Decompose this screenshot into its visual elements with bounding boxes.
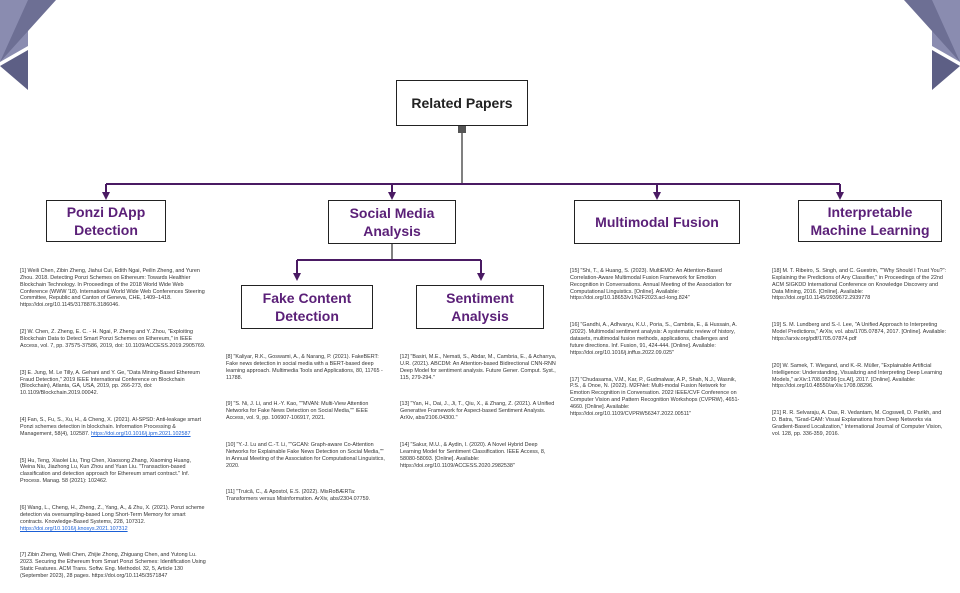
ref-link[interactable]: https://doi.org/10.1016/j.ipm.2021.10258…: [91, 430, 191, 437]
subcategory-sentiment-label: Sentiment Analysis: [446, 290, 514, 324]
category-multimodal-label: Multimodal Fusion: [595, 214, 719, 230]
ref-item: [21] R. R. Selvaraju, A. Das, R. Vedanta…: [772, 410, 944, 437]
ref-item: [7] Zibin Zheng, Weili Chen, Zhijie Zhon…: [20, 552, 208, 580]
refs-ponzi: [1] Weili Chen, Zibin Zheng, Jiahui Cui,…: [20, 254, 206, 593]
ref-item: [1] Weili Chen, Zibin Zheng, Jiahui Cui,…: [20, 267, 207, 309]
ref-item: [5] Hu, Teng, Xiaolei Liu, Ting Chen, Xi…: [20, 457, 193, 485]
ref-item: [10] "Y.-J. Lu and C.-T. Li, ""GCAN: Gra…: [226, 441, 387, 469]
ref-item: [2] W. Chen, Z. Zheng, E. C. - H. Ngai, …: [20, 329, 206, 349]
refs-multimodal: [15] "Shi, T., & Huang, S. (2023). Multi…: [570, 254, 742, 431]
subcategory-fake: Fake Content Detection: [241, 285, 373, 329]
category-social: Social Media Analysis: [328, 200, 456, 244]
category-ponzi-label: Ponzi DApp Detection: [66, 204, 146, 238]
ref-item: [19] S. M. Lundberg and S.-I. Lee, "A Un…: [772, 322, 948, 342]
refs-fake: [8] "Kaliyar, R.K., Goswami, A., & Naran…: [226, 340, 386, 516]
category-xai-label: Interpretable Machine Learning: [810, 204, 930, 238]
category-ponzi: Ponzi DApp Detection: [46, 200, 166, 242]
ethereum-logo-icon: [904, 0, 960, 90]
ref-item: [20] W. Samek, T. Wiegand, and K.-R. Mül…: [772, 362, 944, 390]
ref-item: [17] "Chudasama, V.M., Kar, P., Gudmalwa…: [570, 376, 740, 418]
ref-item: [16] "Gandhi, A., Adhvaryu, K.U., Poria,…: [570, 322, 739, 356]
refs-sentiment: [12] "Basiri, M.E., Nemati, S., Abdar, M…: [400, 340, 558, 482]
ethereum-logo-icon: [0, 0, 56, 90]
ref-item: [8] "Kaliyar, R.K., Goswami, A., & Naran…: [226, 353, 385, 381]
subcategory-sentiment: Sentiment Analysis: [416, 285, 544, 329]
subcategory-fake-label: Fake Content Detection: [262, 290, 352, 324]
ref-item: [11] "Truică, C., & Apostol, E.S. (2022)…: [226, 489, 371, 503]
ref-item: [9] "S. Ni, J. Li, and H.-Y. Kao, ""MVAN…: [226, 401, 370, 422]
category-social-label: Social Media Analysis: [349, 205, 435, 239]
refs-xai: [18] M. T. Ribeiro, S. Singh, and C. Gue…: [772, 254, 948, 451]
root-title: Related Papers: [396, 80, 528, 126]
category-multimodal: Multimodal Fusion: [574, 200, 740, 244]
ref-item: [6] Wang, L., Cheng, H., Zheng, Z., Yang…: [20, 505, 206, 532]
connector-lines: [102, 125, 844, 281]
ref-item: [4] Fan, S., Fu, S., Xu, H., & Cheng, X.…: [20, 417, 203, 437]
ref-item: [15] "Shi, T., & Huang, S. (2023). Multi…: [570, 267, 734, 302]
ref-item: [12] "Basiri, M.E., Nemati, S., Abdar, M…: [400, 353, 558, 381]
ref-link[interactable]: https://doi.org/10.1016/j.knosys.2021.10…: [20, 525, 128, 532]
category-xai: Interpretable Machine Learning: [798, 200, 942, 242]
ref-item: [3] E. Jung, M. Le Tilly, A. Gehani and …: [20, 369, 202, 397]
root-stem-node: [458, 125, 466, 133]
ref-item: [14] "Sakur, M.U., & Aydin, I. (2020). A…: [400, 441, 547, 469]
ref-item: [13] "Yan, H., Dai, J., Ji, T., Qiu, X.,…: [400, 401, 556, 422]
ref-item: [18] M. T. Ribeiro, S. Singh, and C. Gue…: [772, 267, 948, 302]
